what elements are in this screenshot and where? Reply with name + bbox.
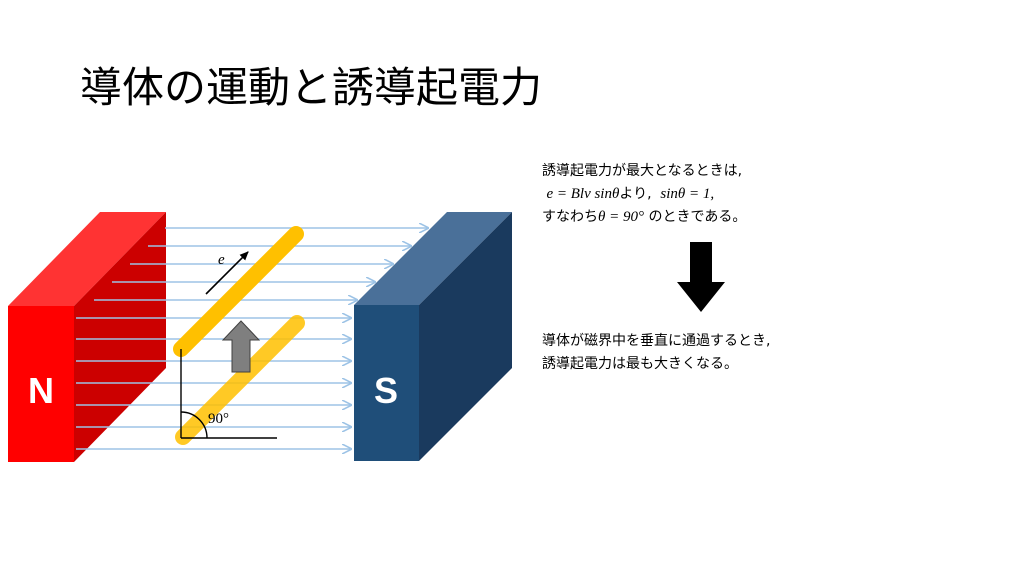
north-magnet-top [8,212,166,306]
conductor-upper [173,226,304,357]
note-line: 誘導起電力が最大となるときは, [542,163,743,179]
max-emf-note: 誘導起電力が最大となるときは, e = Blv sinθより, sinθ = 1… [542,160,746,229]
north-pole-label: N [28,370,54,411]
sine-condition: sinθ = 1, [660,186,715,202]
north-magnet-front [8,306,74,462]
south-magnet-side [419,212,512,461]
emf-arrow [205,251,249,295]
south-magnet-top [354,212,512,305]
emf-formula: e = Blv sinθ [546,186,620,202]
angle-arc [180,411,208,439]
south-magnet [354,212,512,461]
angle-condition: θ = 90° [598,209,644,225]
conductor-lower [175,315,305,445]
note-line: 導体が磁界中を垂直に通過するとき, [542,333,771,349]
angle-label: 90° [208,411,229,427]
page-title: 導体の運動と誘導起電力 [80,63,543,112]
emf-label: e [218,252,225,268]
note-line: 誘導起電力は最も大きくなる。 [542,356,738,372]
note-line: すなわちθ = 90° のときである。 [542,209,747,225]
down-arrow-icon [677,242,725,312]
motion-arrow-icon [221,320,261,373]
south-magnet-front [354,305,419,461]
note-line: e = Blv sinθより, sinθ = 1, [546,186,715,202]
conclusion-note: 導体が磁界中を垂直に通過するとき, 誘導起電力は最も大きくなる。 [542,330,770,376]
south-pole-label: S [374,370,398,411]
north-magnet-side [74,212,166,462]
north-magnet [8,212,166,462]
